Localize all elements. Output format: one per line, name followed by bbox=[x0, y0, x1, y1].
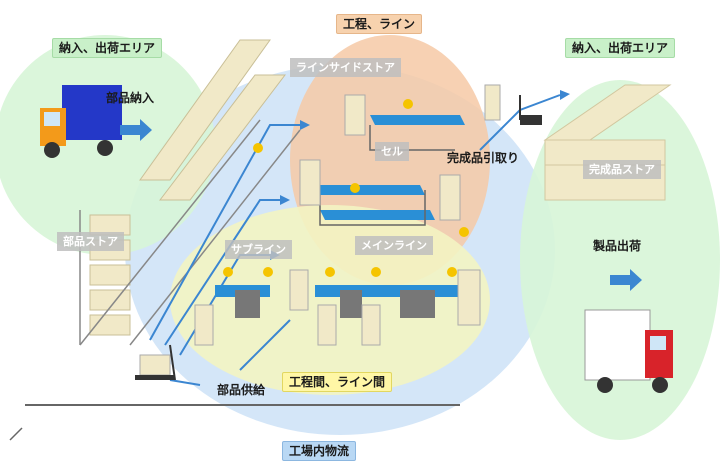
flow-arrowhead bbox=[300, 120, 310, 130]
arrow-right-icon bbox=[120, 119, 152, 141]
between-process-line-label: 工程間、ライン間 bbox=[282, 372, 393, 392]
cart-icon bbox=[135, 344, 176, 381]
cell-label: セル bbox=[375, 142, 409, 161]
sub-line-shelves bbox=[194, 269, 481, 346]
truck-left-icon bbox=[40, 85, 122, 158]
inbound-outbound-area-right-label: 納入、出荷エリア bbox=[565, 38, 676, 58]
in-factory-logistics-label: 工場内物流 bbox=[282, 441, 357, 461]
line-side-shelves bbox=[299, 84, 501, 221]
inbound-outbound-area-left-label: 納入、出荷エリア bbox=[52, 38, 163, 58]
parts-supply-label: 部品供給 bbox=[217, 383, 266, 397]
parts-store-label: 部品ストア bbox=[57, 232, 124, 251]
line-conveyors bbox=[315, 115, 465, 220]
arrow-right-icon bbox=[610, 269, 642, 291]
truck-right-icon bbox=[584, 309, 673, 393]
flow-arrowhead bbox=[280, 195, 290, 205]
line-rails bbox=[319, 125, 455, 226]
floor-tick bbox=[9, 427, 23, 441]
main-line-label: メインライン bbox=[355, 236, 433, 255]
parts-delivery-label: 部品納入 bbox=[106, 91, 155, 105]
right-area-zone bbox=[520, 80, 720, 440]
flow-arrowhead bbox=[560, 90, 570, 100]
process-line-label: 工程、ライン bbox=[336, 14, 423, 34]
finished-pickup-label: 完成品引取り bbox=[447, 151, 520, 165]
line-side-store-label: ラインサイドストア bbox=[290, 58, 401, 77]
product-shipping-label: 製品出荷 bbox=[593, 239, 642, 253]
finished-store-label: 完成品ストア bbox=[583, 160, 661, 179]
sub-line-label: サブライン bbox=[225, 240, 292, 259]
worker-icons bbox=[223, 99, 469, 277]
line-workstations bbox=[215, 285, 465, 318]
pallet-jack-icon bbox=[519, 95, 542, 125]
